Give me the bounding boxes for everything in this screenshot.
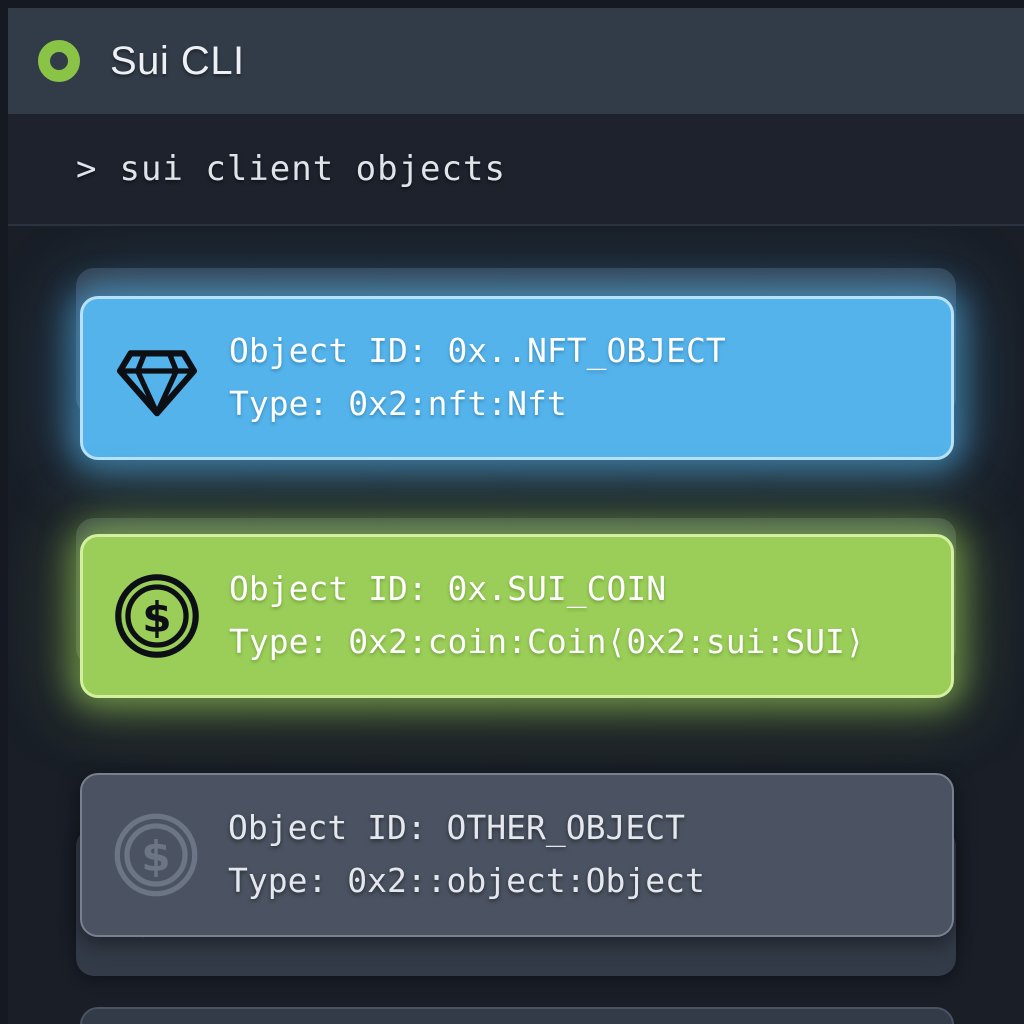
- sui-ring-logo-icon: [38, 40, 80, 82]
- object-card-other[interactable]: $ Object ID: OTHER_OBJECT Type: 0x2::obj…: [80, 773, 954, 937]
- object-card-text: Object ID: 0x.SUI_COIN Type: 0x2:coin:Co…: [229, 563, 865, 669]
- object-id-line: Object ID: 0x..NFT_OBJECT: [229, 331, 726, 371]
- app-title: Sui CLI: [110, 38, 245, 83]
- object-card-partial[interactable]: [80, 1007, 954, 1024]
- coin-dollar-icon: $: [113, 572, 201, 660]
- object-type-line: Type: 0x2::object:Object: [228, 861, 705, 900]
- object-card-sui-coin[interactable]: $ Object ID: 0x.SUI_COIN Type: 0x2:coin:…: [80, 534, 954, 698]
- coin-dollar-icon: $: [112, 811, 200, 899]
- object-id-line: Object ID: 0x.SUI_COIN: [229, 569, 667, 609]
- window-left-edge: [0, 0, 8, 1024]
- prompt-symbol: >: [76, 149, 98, 189]
- object-type-line: Type: 0x2:nft:Nft: [229, 384, 567, 423]
- object-card-nft[interactable]: Object ID: 0x..NFT_OBJECT Type: 0x2:nft:…: [80, 296, 954, 460]
- terminal-prompt-area[interactable]: > sui client objects: [8, 114, 1024, 226]
- object-id-line: Object ID: OTHER_OBJECT: [228, 808, 685, 848]
- title-bar: Sui CLI: [8, 8, 1024, 114]
- object-type-line: Type: 0x2:coin:Coin⟨0x2:sui:SUI⟩: [229, 622, 865, 661]
- svg-text:$: $: [141, 832, 170, 881]
- object-card-text: Object ID: OTHER_OBJECT Type: 0x2::objec…: [228, 802, 705, 908]
- svg-text:$: $: [142, 593, 171, 642]
- object-list: $ Type: 0x2 :object:Object $ Object ID: …: [8, 228, 1024, 1024]
- diamond-nft-icon: [113, 334, 201, 422]
- object-card-text: Object ID: 0x..NFT_OBJECT Type: 0x2:nft:…: [229, 325, 726, 431]
- window-top-edge: [0, 0, 1024, 8]
- command-line: > sui client objects: [76, 149, 506, 189]
- command-text: sui client objects: [119, 149, 506, 189]
